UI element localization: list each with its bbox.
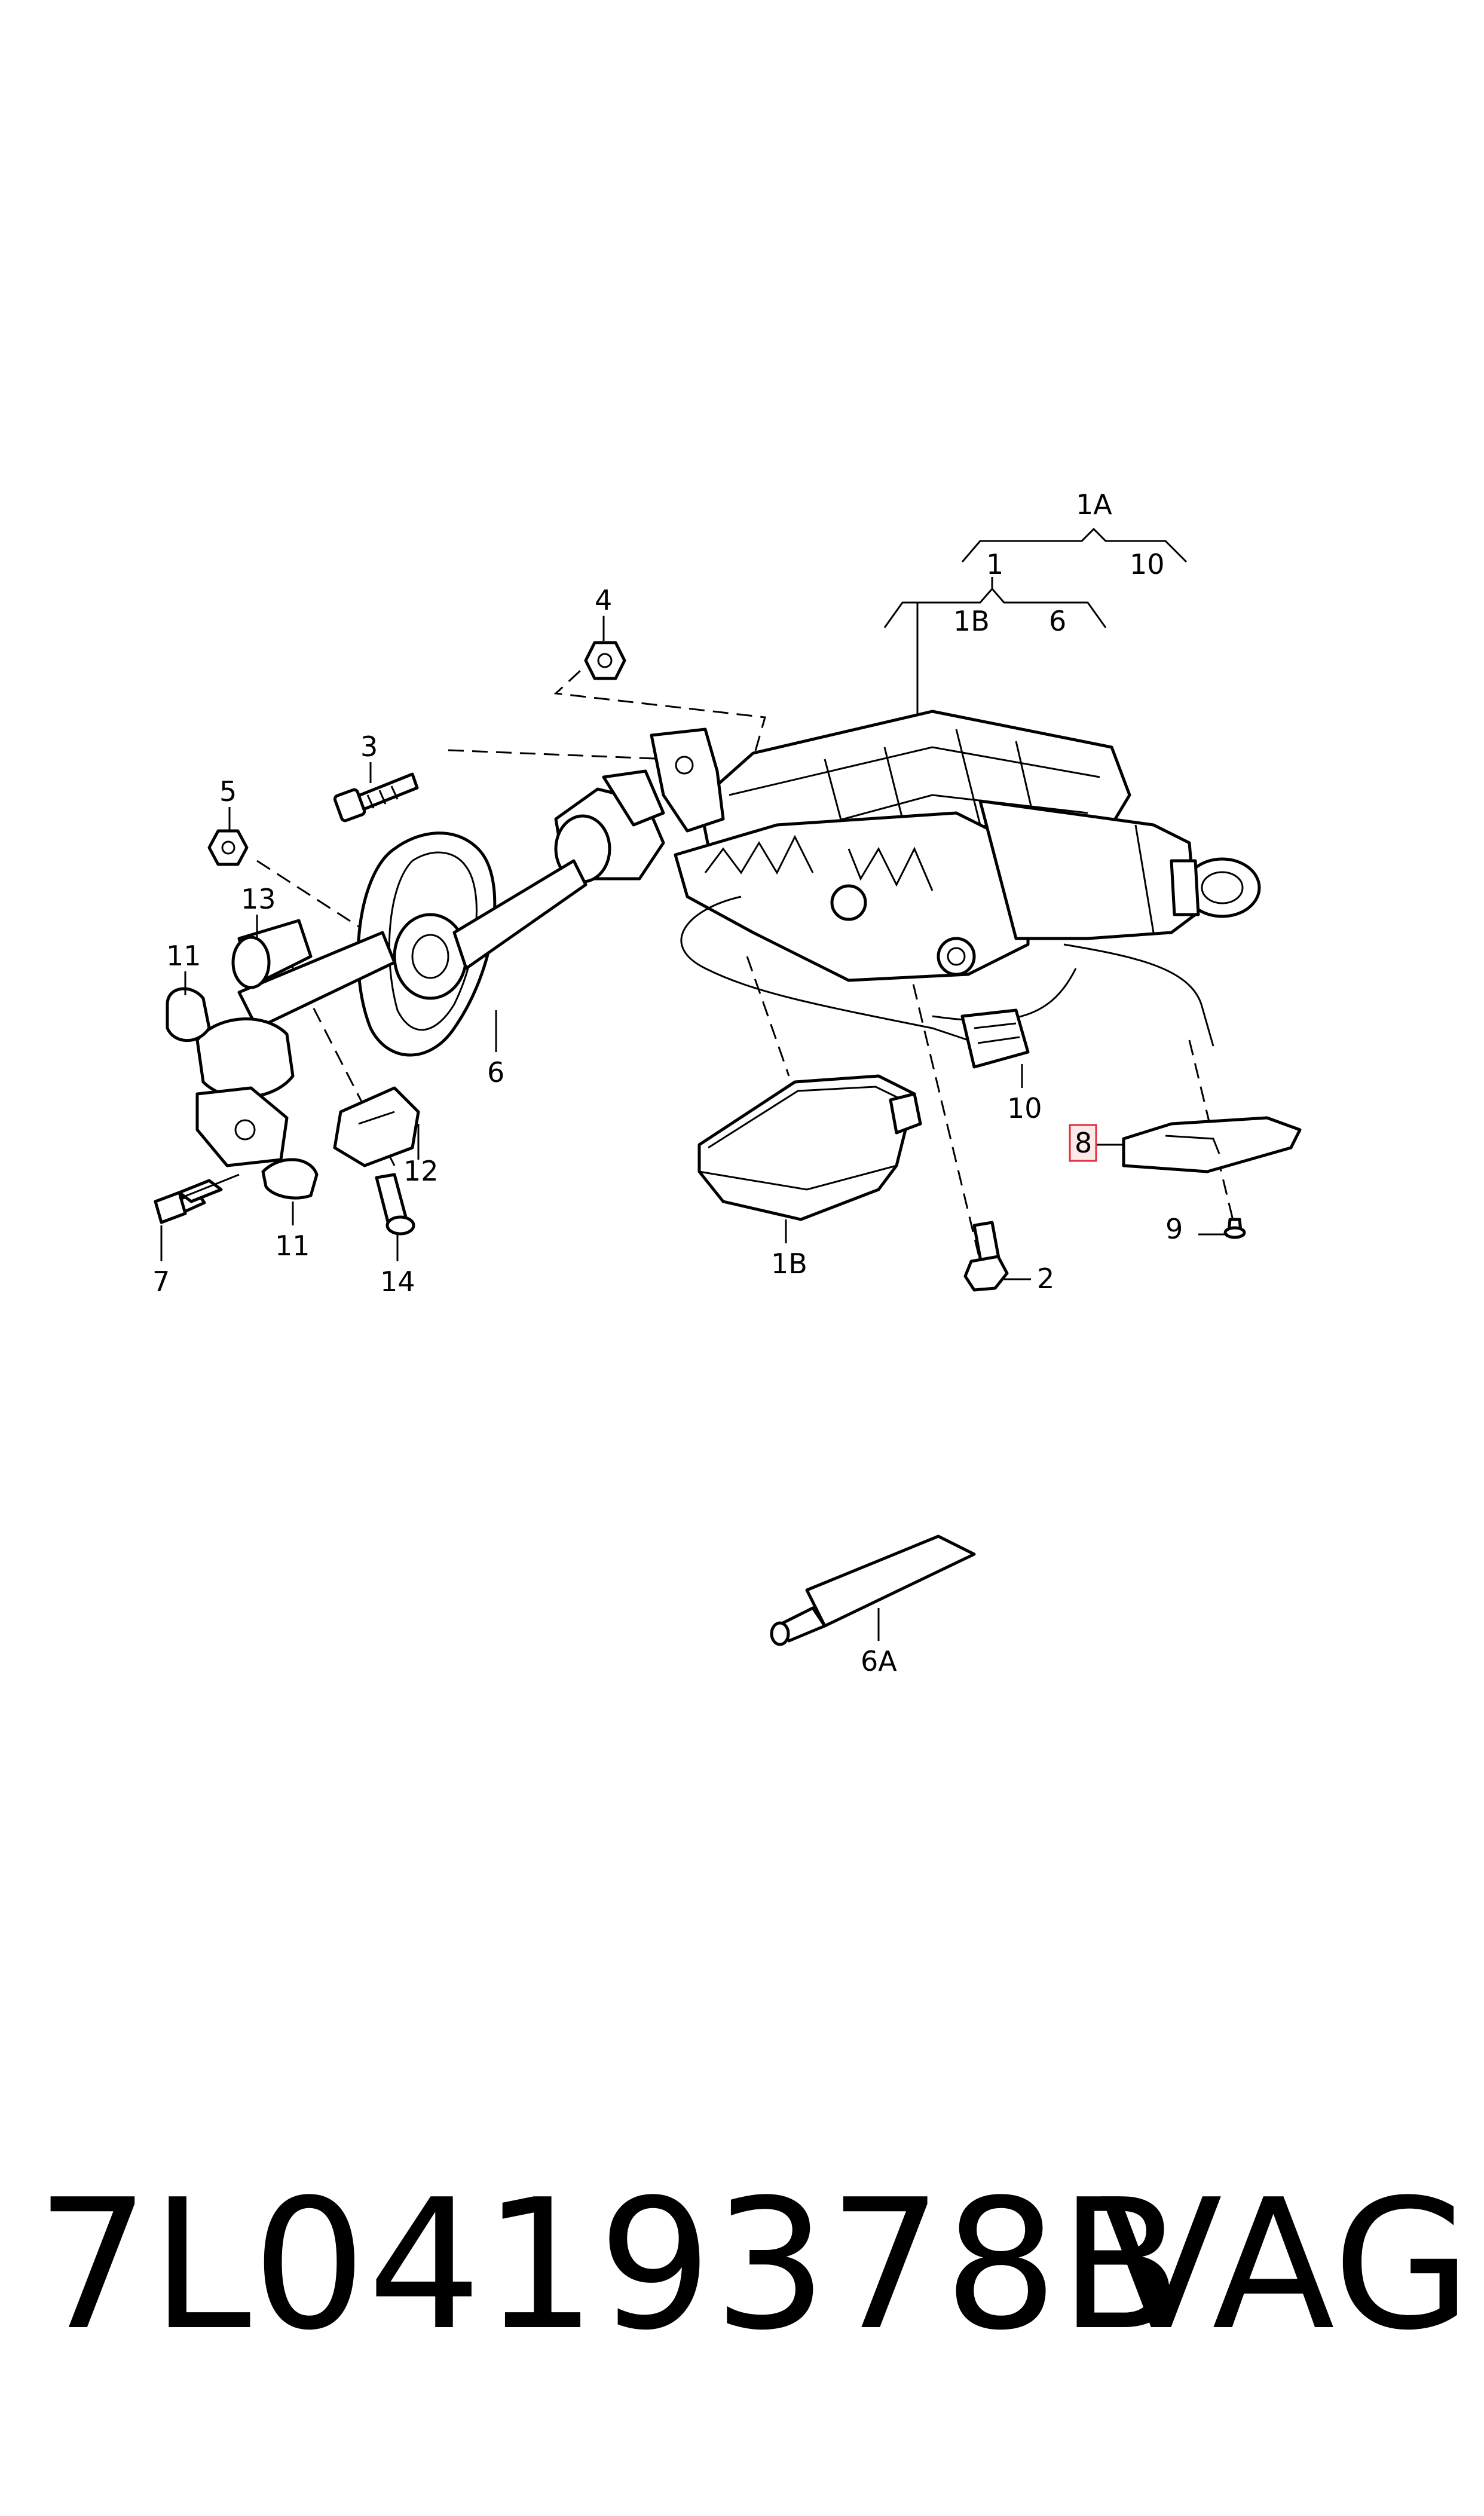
grease-tube-6A — [770, 1534, 976, 1646]
callout-8-highlight-box — [1069, 1124, 1097, 1162]
callout-10: 10 — [1007, 1092, 1042, 1124]
callout-10-top: 10 — [1130, 548, 1165, 580]
callout-6-top: 6 — [1049, 605, 1066, 637]
brand-name: VAG — [1100, 2161, 1473, 2370]
control-unit-1B — [697, 1074, 922, 1221]
callout-9: 9 — [1165, 1213, 1183, 1245]
callout-labels: 1A 1 10 1B 6 4 3 5 13 11 6 10 8 9 12 11 … — [152, 488, 1183, 1677]
callout-7: 7 — [152, 1265, 170, 1298]
callout-13: 13 — [241, 883, 276, 915]
callout-11-upper: 11 — [166, 940, 201, 972]
steering-column-assembly — [554, 710, 1261, 1047]
cover-8 — [1122, 1116, 1302, 1173]
callout-6: 6 — [487, 1056, 504, 1089]
callout-1A: 1A — [1076, 488, 1112, 521]
callout-5: 5 — [219, 775, 237, 808]
callout-1B-top: 1B — [953, 605, 990, 637]
callout-1B: 1B — [771, 1248, 807, 1280]
part-number: 7L0419378B — [36, 2161, 1183, 2370]
callout-14: 14 — [380, 1265, 415, 1298]
callout-8: 8 — [1075, 1127, 1092, 1159]
callout-12: 12 — [403, 1155, 439, 1187]
callout-1: 1 — [986, 548, 1003, 580]
callout-2: 2 — [1037, 1262, 1054, 1295]
callout-4: 4 — [595, 584, 612, 616]
steering-shaft-flange — [195, 831, 588, 1167]
callout-11-lower: 11 — [275, 1230, 310, 1262]
leader-lines — [160, 616, 1228, 1641]
callout-6A: 6A — [861, 1645, 897, 1677]
callout-3: 3 — [360, 730, 378, 763]
hardware-parts — [154, 641, 1246, 1292]
assembly-hierarchy-brackets — [883, 527, 1188, 717]
